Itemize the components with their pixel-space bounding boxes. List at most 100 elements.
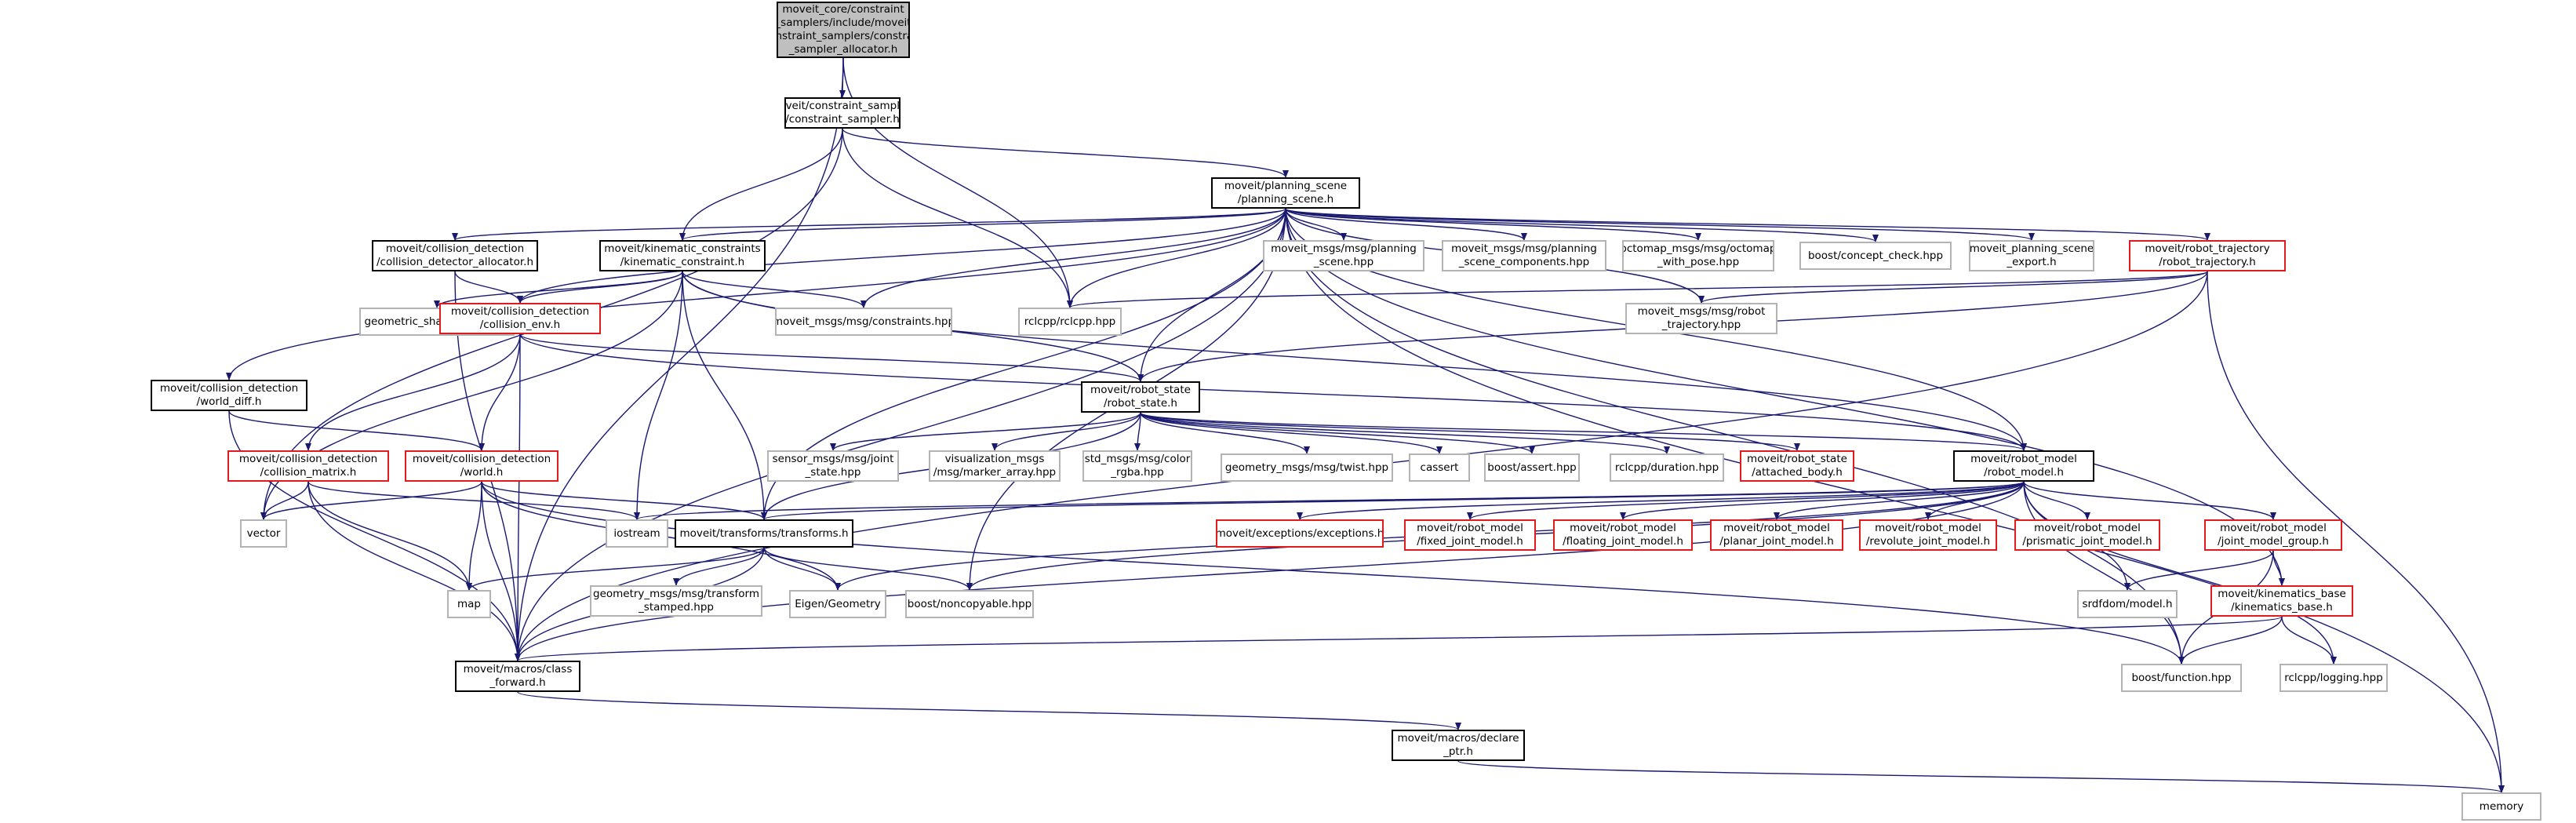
edge-n12-to-n18 (305, 333, 521, 451)
edge-n10-to-n49 (2207, 271, 2505, 793)
edge-n18-to-n30 (307, 481, 640, 520)
edge-n17-to-n22 (1134, 412, 1141, 451)
edge-n38-to-n43 (2124, 550, 2274, 591)
node-rclcpp-rclcpp-hpp: rclcpp/rclcpp.hpp (1018, 308, 1122, 336)
edge-n2-to-n13 (860, 208, 1286, 308)
edge-n17-to-n27 (1140, 412, 1800, 451)
edge-n10-to-n15 (1698, 271, 2208, 304)
node-moveit-collision-detection-collision-detector-allocator-h[interactable]: moveit/collision_detection /collision_de… (372, 240, 538, 271)
node-moveit-robot-model-robot-model-h[interactable]: moveit/robot_model /robot_model.h (1953, 450, 2094, 482)
edge-n1-to-n4 (679, 128, 843, 241)
node-moveit-collision-detection-collision-env-h[interactable]: moveit/collision_detection /collision_en… (439, 303, 601, 334)
node-rclcpp-duration-hpp: rclcpp/duration.hpp (1610, 453, 1724, 482)
edge-n38-to-n44 (2272, 550, 2285, 586)
node-visualization-msgs-msg-marker-array-hpp: visualization_msgs /msg/marker_array.hpp (929, 450, 1061, 482)
node-moveit-robot-state-attached-body-h[interactable]: moveit/robot_state /attached_body.h (1740, 450, 1854, 482)
edge-n28-to-n47 (2023, 481, 2337, 665)
edge-n28-to-n32 (1297, 481, 2025, 520)
edge-n17-to-n24 (1140, 412, 1443, 454)
edge-n12-to-n17 (519, 333, 1144, 382)
edge-n2-to-n10 (1285, 208, 2210, 241)
edge-n28-to-n37 (2023, 481, 2090, 520)
node-moveit-kinematics-base-kinematics-base-h[interactable]: moveit/kinematics_base /kinematics_base.… (2210, 585, 2353, 617)
node-moveit-robot-model-floating-joint-model-h[interactable]: moveit/robot_model /floating_joint_model… (1553, 519, 1693, 551)
edge-n31-to-n41 (763, 547, 841, 591)
edge-n17-to-n25 (1140, 412, 1535, 454)
edge-n44-to-n46 (2178, 616, 2283, 665)
edge-n4-to-n31 (682, 271, 767, 520)
edge-n19-to-n45 (481, 481, 521, 661)
node-std-msgs-msg-color-rgba-hpp: std_msgs/msg/color _rgba.hpp (1082, 450, 1192, 482)
node-moveit-kinematic-constraints-kinematic-constraint-h[interactable]: moveit/kinematic_constraints /kinematic_… (599, 240, 766, 271)
edge-n48-to-n49 (1457, 760, 2505, 793)
edge-n17-to-n23 (1140, 412, 1310, 454)
node-moveit-macros-declare-ptr-h[interactable]: moveit/macros/declare _ptr.h (1392, 730, 1525, 761)
node-boost-noncopyable-hpp: boost/noncopyable.hpp (905, 590, 1034, 618)
edge-n12-to-n19 (478, 333, 521, 451)
edge-n2-to-n14 (1067, 208, 1286, 308)
node-boost-function-hpp: boost/function.hpp (2121, 664, 2242, 692)
edge-n12-to-n45 (515, 333, 522, 661)
edge-n4-to-n28 (682, 271, 2027, 451)
edge-n2-to-n6 (1285, 208, 1527, 241)
node-moveit-collision-detection-collision-matrix-h[interactable]: moveit/collision_detection /collision_ma… (227, 450, 389, 482)
node-moveit-robot-model-revolute-joint-model-h[interactable]: moveit/robot_model /revolute_joint_model… (1859, 519, 1997, 551)
edge-n10-to-n14 (1067, 271, 2208, 308)
edge-n28-to-n34 (1620, 481, 2025, 520)
edge-n2-to-n3 (452, 208, 1286, 241)
node-moveit-robot-model-prismatic-joint-model-h[interactable]: moveit/robot_model /prismatic_joint_mode… (2014, 519, 2160, 551)
edge-n28-to-n33 (1467, 481, 2025, 520)
node-moveit-robot-model-joint-model-group-h[interactable]: moveit/robot_model /joint_model_group.h (2204, 519, 2342, 551)
node-moveit-planning-scene-planning-scene-h[interactable]: moveit/planning_scene /planning_scene.h (1211, 177, 1360, 209)
edge-n31-to-n42 (763, 547, 973, 591)
node-moveit-transforms-transforms-h[interactable]: moveit/transforms/transforms.h (675, 519, 853, 548)
node-moveit-robot-model-planar-joint-model-h[interactable]: moveit/robot_model /planar_joint_model.h (1710, 519, 1843, 551)
edge-n45-to-n48 (517, 691, 1461, 730)
edge-n17-to-n26 (1140, 412, 1670, 454)
node-map: map (447, 590, 491, 618)
edge-n19-to-n29 (260, 481, 482, 520)
edge-n2-to-n44 (1285, 208, 2285, 586)
node-geometry-msgs-msg-transform-stamped-hpp: geometry_msgs/msg/transform _stamped.hpp (590, 585, 762, 617)
node-rclcpp-logging-hpp: rclcpp/logging.hpp (2279, 664, 2388, 692)
node-moveit-constraint-samplers-constraint-sampler-h[interactable]: moveit/constraint_samplers /constraint_s… (784, 97, 901, 129)
edge-n28-to-n38 (2023, 481, 2276, 520)
node-moveit-robot-state-robot-state-h[interactable]: moveit/robot_state /robot_state.h (1081, 381, 1200, 413)
edge-n17-to-n21 (991, 412, 1141, 451)
edge-n4-to-n13 (682, 271, 867, 308)
node-moveit-robot-model-fixed-joint-model-h[interactable]: moveit/robot_model /fixed_joint_model.h (1404, 519, 1536, 551)
node-moveit-macros-class-forward-h[interactable]: moveit/macros/class _forward.h (455, 661, 580, 692)
edge-n17-to-n20 (830, 412, 1141, 451)
node-sensor-msgs-msg-joint-state-hpp: sensor_msgs/msg/joint _state.hpp (767, 450, 899, 482)
node-geometry-msgs-msg-twist-hpp: geometry_msgs/msg/twist.hpp (1221, 453, 1393, 482)
node-moveit-robot-trajectory-robot-trajectory-h[interactable]: moveit/robot_trajectory /robot_trajector… (2129, 240, 2286, 271)
node-boost-concept-check-hpp: boost/concept_check.hpp (1799, 242, 1952, 270)
edge-n1-to-n14 (842, 128, 1073, 308)
node-eigen-geometry: Eigen/Geometry (789, 590, 886, 618)
edge-n31-to-n40 (673, 547, 765, 586)
edge-n28-to-n35 (1774, 481, 2025, 520)
node-moveit-exceptions-exceptions-h[interactable]: moveit/exceptions/exceptions.h (1216, 519, 1384, 548)
edge-n18-to-n45 (307, 481, 521, 661)
edge-n17-to-n28 (1140, 412, 2027, 451)
edge-n4-to-n30 (634, 271, 683, 520)
edge-n28-to-n45 (515, 481, 2025, 661)
edge-n44-to-n45 (515, 616, 2283, 661)
edge-n1-to-n2 (842, 128, 1289, 178)
node-srdfdom-model-h: srdfdom/model.h (2077, 590, 2178, 618)
node-moveit-msgs-msg-robot-trajectory-hpp: moveit_msgs/msg/robot _trajectory.hpp (1625, 303, 1777, 334)
edge-n18-to-n39 (307, 481, 472, 591)
node-moveit-collision-detection-world-h[interactable]: moveit/collision_detection /world.h (405, 450, 558, 482)
edge-n44-to-n47 (2281, 616, 2337, 665)
node-moveit-msgs-msg-planning-scene-components-hpp: moveit_msgs/msg/planning _scene_componen… (1442, 240, 1606, 271)
node-cassert: cassert (1409, 453, 1470, 482)
node-boost-assert-hpp: boost/assert.hpp (1484, 453, 1580, 482)
node-moveit-planning-scene-export-h: moveit_planning_scene _export.h (1969, 240, 2094, 271)
edge-n16-to-n19 (228, 410, 485, 451)
node-memory: memory (2461, 792, 2541, 821)
node-moveit-collision-detection-world-diff-h[interactable]: moveit/collision_detection /world_diff.h (151, 380, 307, 411)
edge-n0-to-n45 (515, 57, 844, 661)
edge-n31-to-n39 (466, 547, 765, 591)
